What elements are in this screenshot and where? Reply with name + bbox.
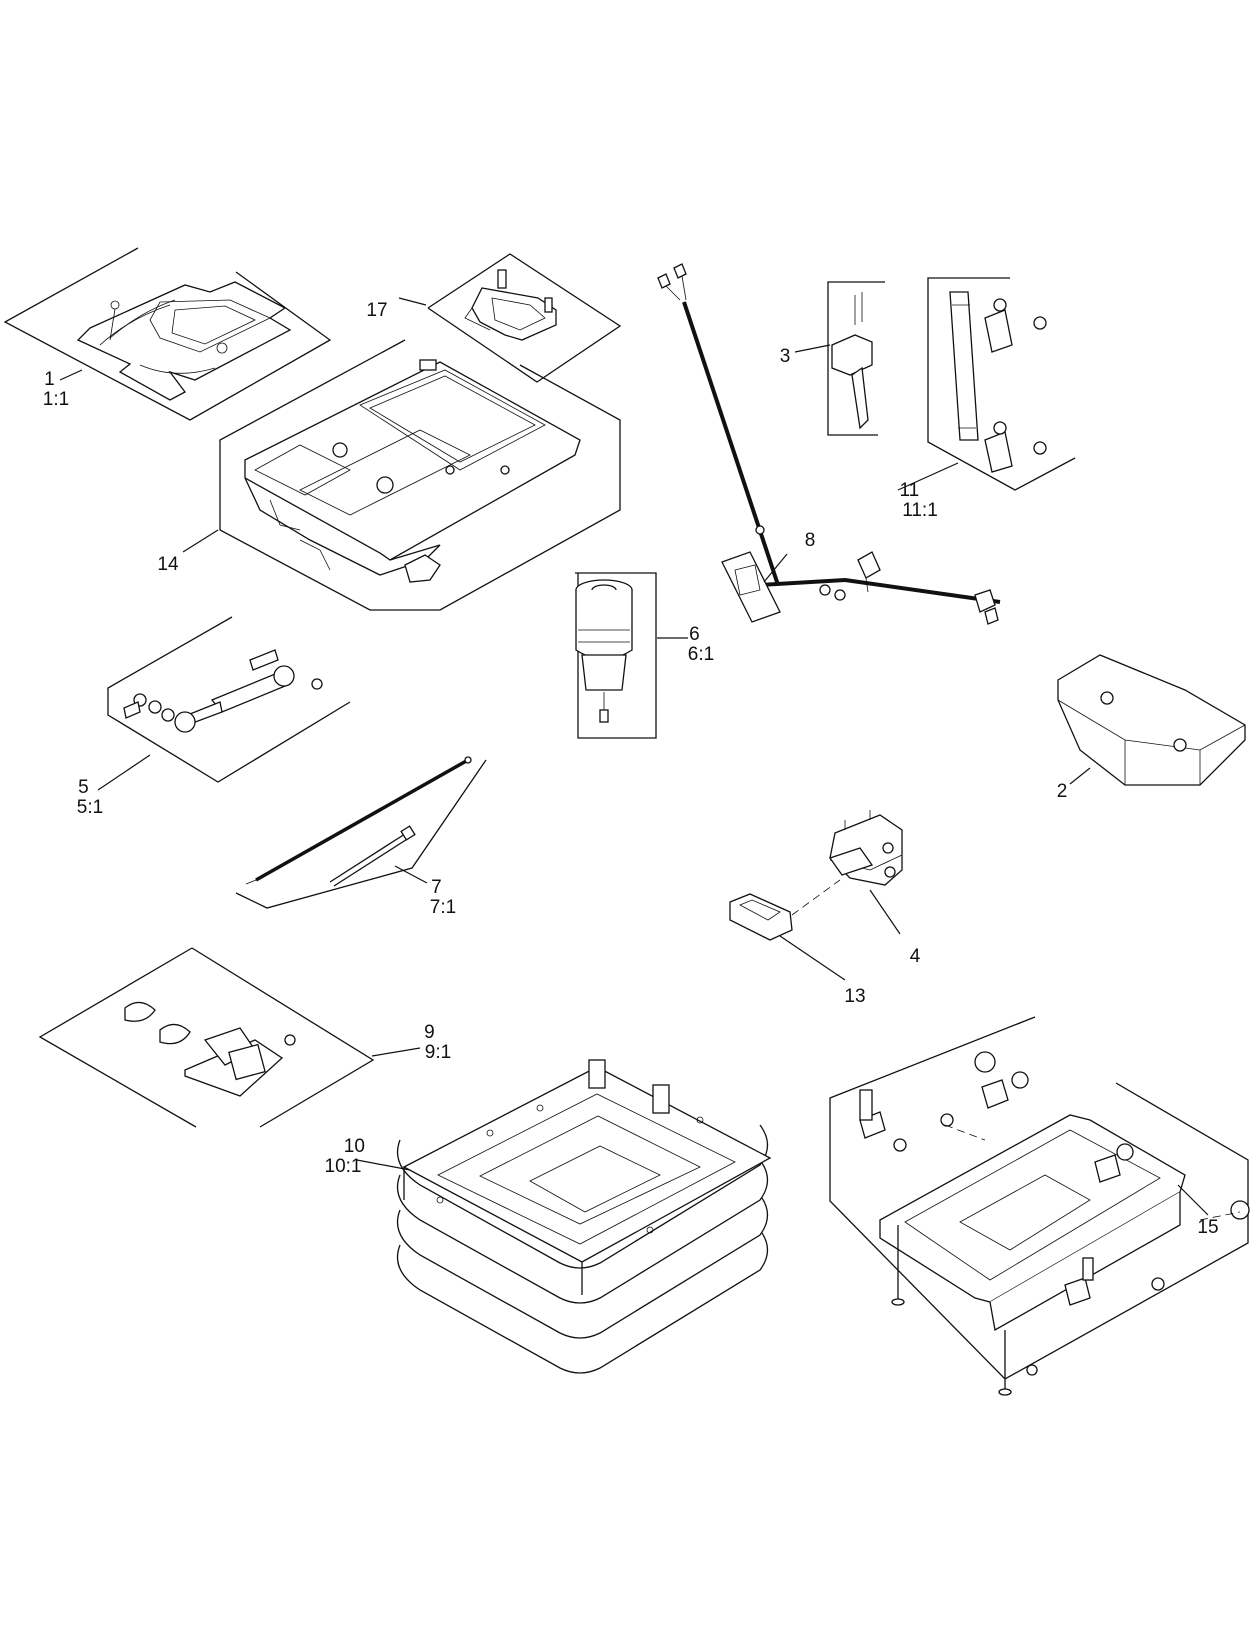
callout-15-number: 15: [1197, 1217, 1218, 1238]
callout-13-number: 13: [844, 986, 865, 1007]
part-11-strap: [927, 277, 1076, 491]
part-2-cushion-block: [1057, 654, 1246, 786]
part-3-switch: [827, 281, 885, 436]
callout-10-view: 10:1: [325, 1156, 362, 1177]
callout-4-number: 4: [910, 946, 921, 967]
part-9-motor-assembly: [38, 947, 375, 1128]
part-10-bellows: [396, 1059, 772, 1374]
callout-7: 7 7:1: [430, 877, 456, 918]
callout-9: 9 9:1: [424, 1022, 451, 1063]
callout-6: 6 6:1: [688, 624, 714, 665]
callout-1-number: 1: [44, 369, 55, 390]
callout-7-view: 7:1: [430, 897, 456, 918]
callout-5-number: 5: [78, 777, 89, 798]
part-8-cable-harness: [657, 263, 1001, 625]
callout-17: 17: [366, 300, 387, 321]
callout-11-number: 11: [899, 480, 919, 501]
callout-13: 13: [844, 986, 865, 1007]
callout-8: 8: [805, 530, 816, 551]
callout-6-number: 6: [689, 624, 700, 645]
callout-8-number: 8: [805, 530, 816, 551]
leader-lines: [59, 297, 1209, 1216]
part-5-shock-absorber: [107, 616, 351, 783]
callout-1-view: 1:1: [43, 389, 69, 410]
callout-7-number: 7: [431, 877, 442, 898]
part-14-mechanism-frame: [219, 339, 621, 611]
callout-9-view: 9:1: [425, 1042, 451, 1063]
callout-15: 15: [1197, 1217, 1218, 1238]
callout-11-view: 11:1: [902, 500, 938, 521]
callout-3-number: 3: [780, 346, 791, 367]
callout-4: 4: [910, 946, 921, 967]
callout-6-view: 6:1: [688, 644, 714, 665]
part-15-base-frame: [829, 1016, 1250, 1396]
part-4-lever-mechanism: [828, 810, 903, 886]
part-13-handle: [729, 879, 841, 941]
callout-5: 5 5:1: [77, 777, 103, 818]
callout-2-number: 2: [1057, 781, 1068, 802]
callout-14: 14: [157, 554, 179, 575]
part-6-air-spring: [575, 572, 657, 739]
part-17-bracket: [427, 253, 622, 383]
callout-14-number: 14: [157, 554, 179, 575]
callout-labels: 1 1:1 2 3 4 5 5:1 6 6:1 7 7:1 8 9 9:1: [43, 300, 1219, 1238]
part-7-cable-rod: [235, 756, 487, 909]
callout-1: 1 1:1: [43, 369, 69, 410]
callout-10-number: 10: [344, 1136, 365, 1157]
callout-2: 2: [1057, 781, 1068, 802]
part-1-base-plate: [3, 247, 332, 421]
callout-5-view: 5:1: [77, 797, 103, 818]
callout-17-number: 17: [366, 300, 387, 321]
callout-11: 11 11:1: [899, 480, 937, 521]
callout-9-number: 9: [424, 1022, 435, 1043]
callout-3: 3: [780, 346, 791, 367]
callout-10: 10 10:1: [325, 1136, 371, 1177]
